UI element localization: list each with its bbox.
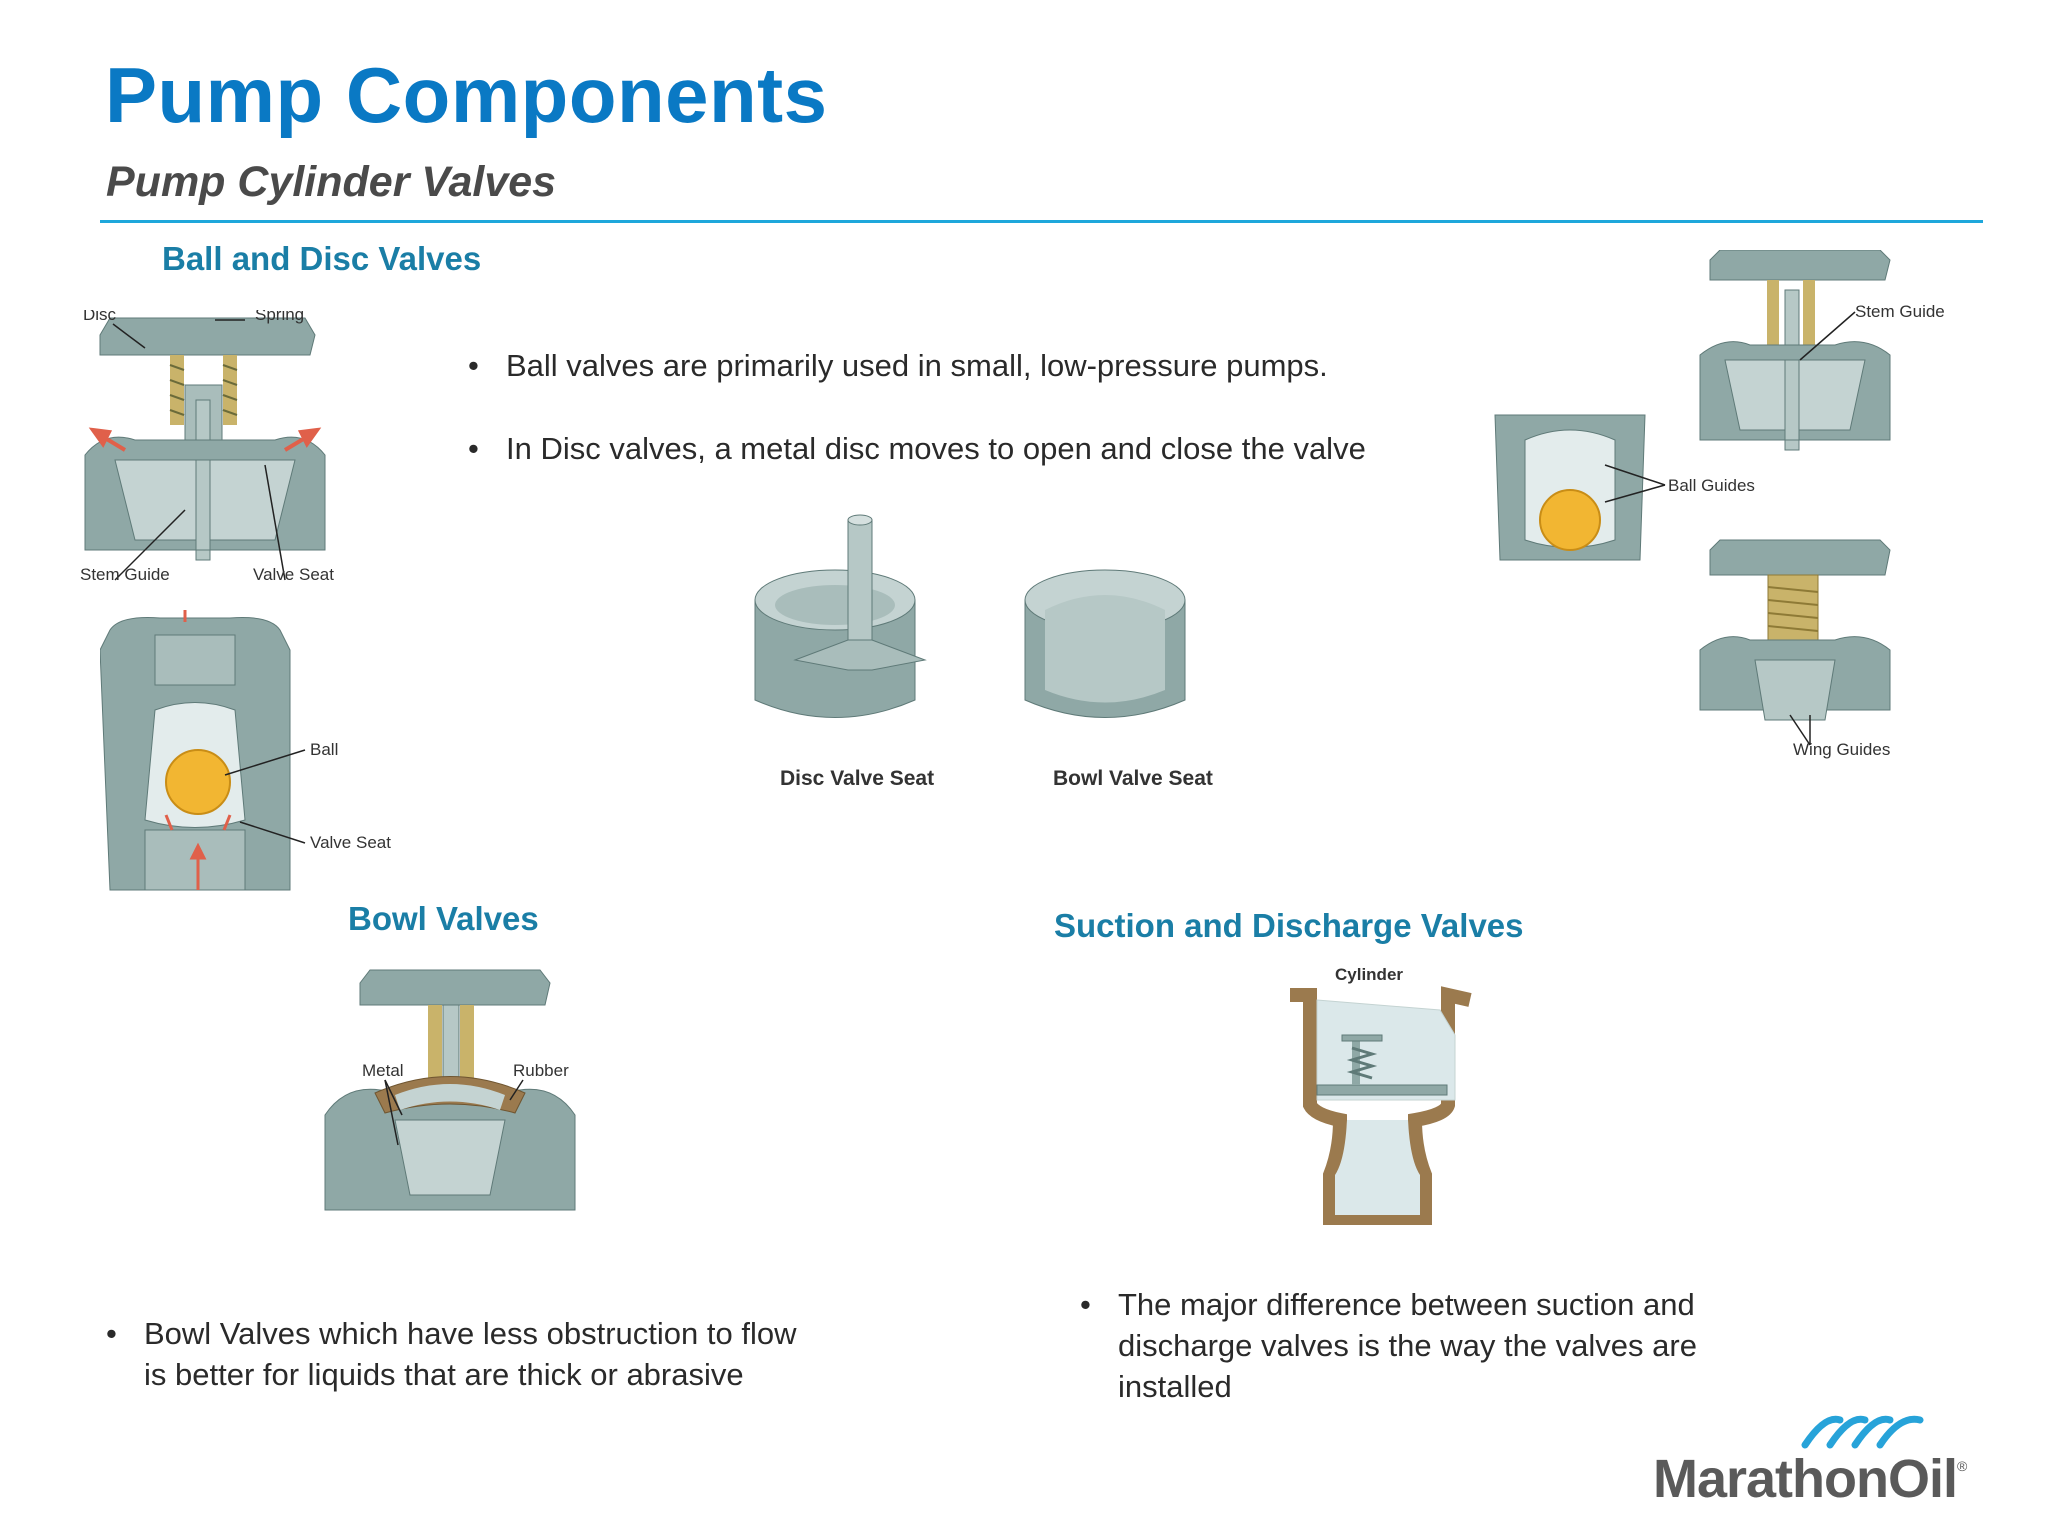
label-disc-valve-seat: Disc Valve Seat xyxy=(780,767,934,790)
label-wing-guides: Wing Guides xyxy=(1793,740,1890,759)
logo-name: MarathonOil xyxy=(1653,1449,1958,1509)
label-disc: Disc xyxy=(83,310,117,324)
label-stem-guide: Stem Guide xyxy=(80,565,170,584)
label-ball: Ball xyxy=(310,740,338,759)
label-ball-guides: Ball Guides xyxy=(1668,476,1755,495)
label-spring: Spring xyxy=(255,310,304,324)
page-subtitle: Pump Cylinder Valves xyxy=(106,158,557,206)
bowl-bullets: Bowl Valves which have less obstruction … xyxy=(106,1313,826,1395)
label-ball-valve-seat: Valve Seat xyxy=(310,833,391,852)
section-suction-discharge-heading: Suction and Discharge Valves xyxy=(1054,907,1524,944)
label-valve-seat: Valve Seat xyxy=(253,565,334,584)
disc-valve-seat-illustration xyxy=(754,514,927,718)
section-ball-disc-heading: Ball and Disc Valves xyxy=(162,240,482,277)
marathon-oil-logo-icon xyxy=(1801,1415,1924,1449)
disc-valve-diagram: Disc Spring Stem Guide Valve Seat xyxy=(80,310,334,584)
valve-seats-diagram: Disc Valve Seat Bowl Valve Seat xyxy=(754,514,1213,790)
cylinder-valve-diagram: Cylinder xyxy=(1290,965,1472,1225)
label-metal: Metal xyxy=(362,1061,404,1080)
label-bowl-valve-seat: Bowl Valve Seat xyxy=(1053,767,1213,790)
label-rubber: Rubber xyxy=(513,1061,569,1080)
bullet-item: Ball valves are primarily used in small,… xyxy=(468,345,1498,386)
stem-guide-illustration xyxy=(1699,250,1891,451)
marathon-oil-logo-text: MarathonOil® xyxy=(1653,1448,1967,1510)
bowl-valve-diagram: Metal Rubber xyxy=(324,969,576,1211)
label-cylinder: Cylinder xyxy=(1335,965,1403,984)
bullet-item: Bowl Valves which have less obstruction … xyxy=(106,1313,826,1395)
ball-disc-bullets: Ball valves are primarily used in small,… xyxy=(468,345,1498,511)
bullet-item: In Disc valves, a metal disc moves to op… xyxy=(468,428,1498,469)
bowl-valve-seat-illustration xyxy=(1024,569,1186,718)
wing-guides-illustration xyxy=(1699,539,1891,721)
title-divider xyxy=(100,220,1983,223)
suction-bullets: The major difference between suction and… xyxy=(1080,1284,1800,1407)
ball-guides-illustration xyxy=(1494,414,1646,561)
page-title: Pump Components xyxy=(105,51,828,139)
label-stem-guide-right: Stem Guide xyxy=(1855,302,1945,321)
logo-registered-mark: ® xyxy=(1957,1458,1967,1474)
bullet-item: The major difference between suction and… xyxy=(1080,1284,1800,1407)
section-bowl-heading: Bowl Valves xyxy=(348,900,539,937)
ball-valve-diagram: Ball Valve Seat xyxy=(100,610,391,891)
valve-guides-diagram: Stem Guide Ball Guides Wing Guides xyxy=(1494,250,1945,759)
